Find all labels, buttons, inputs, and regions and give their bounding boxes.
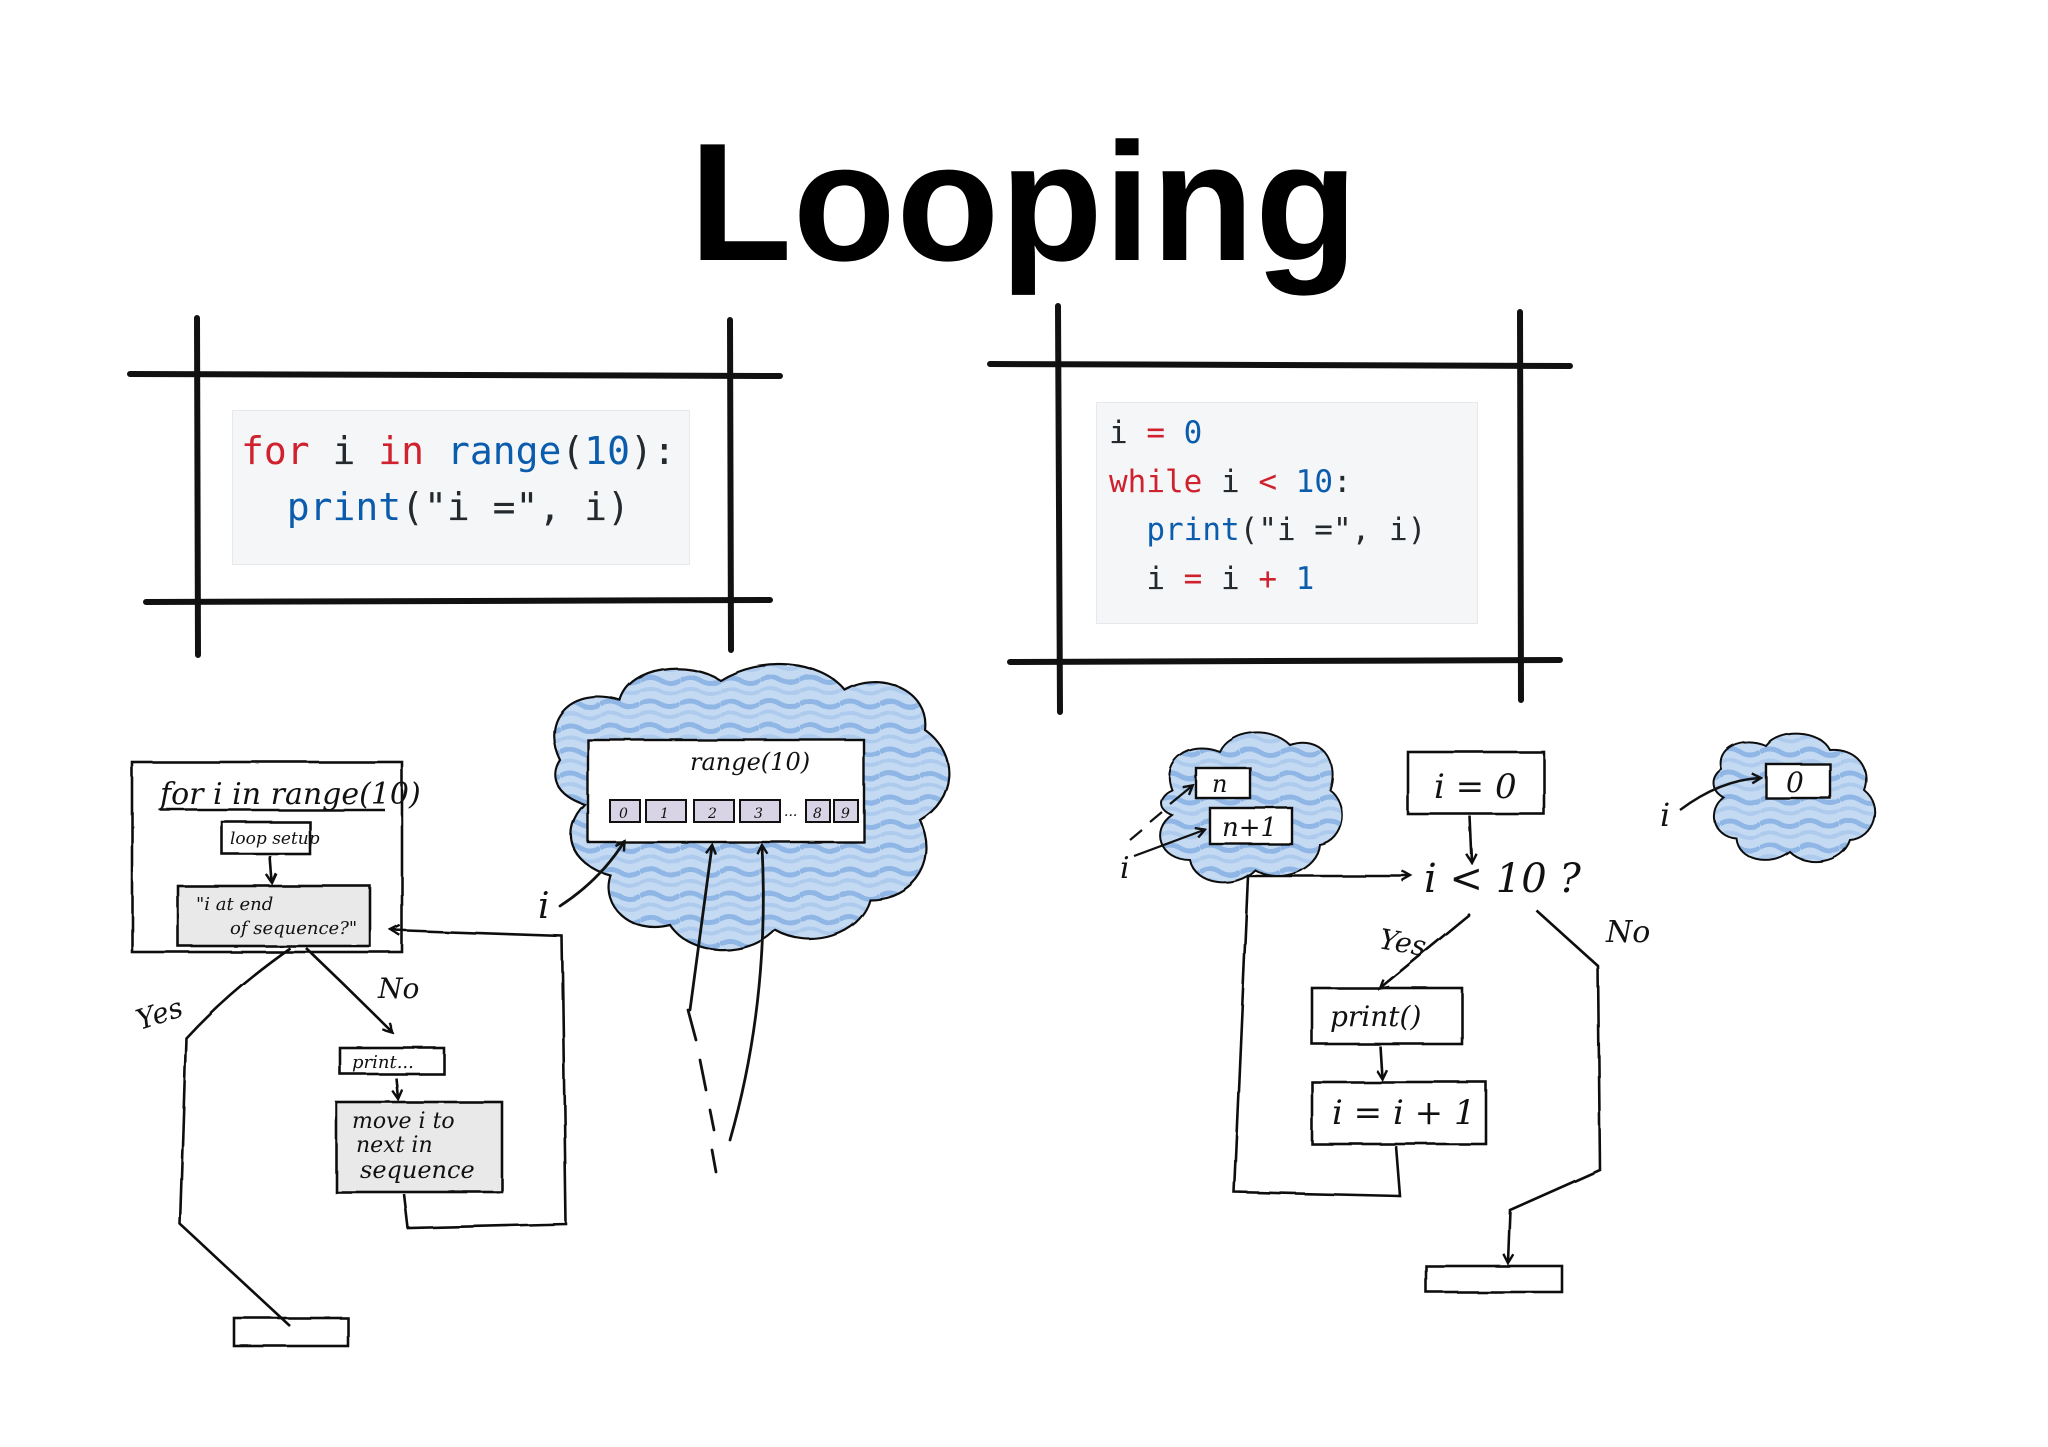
code-token: < <box>1258 463 1277 500</box>
for-variable-i: i <box>538 886 550 927</box>
code-token: print <box>1146 512 1240 548</box>
range-cell-0: 0 <box>619 806 628 822</box>
code-token: range <box>446 429 562 473</box>
range-cell-9: 9 <box>841 806 850 822</box>
while-variable-i-right: i <box>1660 796 1670 834</box>
code-token: i <box>1109 415 1147 451</box>
code-token: 10 <box>1295 463 1333 500</box>
code-token: : <box>1333 463 1352 500</box>
while-flowchart <box>1232 750 1602 1294</box>
range-cell-3: 3 <box>754 806 763 822</box>
code-token: in <box>378 429 425 473</box>
code-token: print <box>286 485 402 529</box>
while-code-line-1: i = 0 <box>1109 409 1477 458</box>
for-heading-text: for i in range(10) <box>158 777 421 812</box>
counter-boxes <box>1194 766 1294 846</box>
range-cell-2: 2 <box>707 806 717 822</box>
range-label: range(10) <box>690 748 810 776</box>
zero-pointer-arrow <box>1679 778 1760 811</box>
code-token: ( <box>561 429 585 473</box>
counter-pointer-arrows <box>1129 786 1204 858</box>
for-code-frame <box>127 315 783 658</box>
while-increment-text: i = i + 1 <box>1332 1093 1476 1133</box>
while-loop-code-box: i = 0 while i < 10: print("i =", i) i = … <box>1096 402 1478 624</box>
while-code-line-3: print("i =", i) <box>1109 506 1477 555</box>
code-token: = <box>1183 560 1203 597</box>
for-yes-label: Yes <box>132 991 187 1037</box>
code-token: 10 <box>584 429 630 473</box>
for-condition-text-1: "i at end <box>196 894 273 915</box>
range-cells <box>609 799 859 823</box>
while-code-line-4: i = i + 1 <box>1109 555 1477 604</box>
range-cell-1: 1 <box>660 806 669 822</box>
for-loop-code-box: for i in range(10): print("i =", i) <box>232 410 690 565</box>
while-yes-label: Yes <box>1377 922 1429 963</box>
code-token: ("i =", i) <box>1239 512 1427 548</box>
while-print-text: print() <box>1330 1000 1421 1033</box>
code-token: ("i =", i) <box>401 485 630 529</box>
for-print-text: print... <box>352 1052 414 1073</box>
code-token: i <box>1202 560 1259 597</box>
for-move-text-3: sequence <box>360 1156 475 1184</box>
range-cell-8: 8 <box>813 806 822 822</box>
for-code-line-2: print("i =", i) <box>241 479 689 535</box>
while-no-label: No <box>1605 915 1650 950</box>
code-token: i <box>1109 560 1184 597</box>
range-cell-ellipsis: ... <box>784 804 797 820</box>
code-token: i <box>1202 463 1259 500</box>
code-token: i <box>309 429 379 473</box>
while-variable-i-left: i <box>1120 851 1130 886</box>
code-token: + <box>1258 560 1277 597</box>
code-token: 1 <box>1295 560 1315 597</box>
range-object-box <box>586 738 866 844</box>
counter-n1-text: n+1 <box>1222 813 1277 843</box>
for-condition-text-2: of sequence?" <box>230 918 357 939</box>
code-token: ): <box>629 429 676 473</box>
counter-n-text: n <box>1212 770 1227 798</box>
while-init-text: i = 0 <box>1434 767 1517 807</box>
code-token: for <box>241 429 310 473</box>
range-pointer-arrows <box>558 842 763 1174</box>
for-no-label: No <box>377 972 419 1005</box>
for-flowchart <box>130 760 568 1348</box>
while-code-line-2: while i < 10: <box>1109 458 1477 507</box>
zero-text: 0 <box>1786 766 1804 799</box>
for-code-line-1: for i in range(10): <box>241 423 689 479</box>
code-token: = <box>1146 415 1165 451</box>
for-setup-text: loop setup <box>230 829 320 849</box>
for-move-text-1: move i to <box>352 1109 455 1134</box>
code-token: 0 <box>1183 415 1203 451</box>
code-token: while <box>1109 463 1203 500</box>
while-code-frame <box>987 303 1573 715</box>
slide-title: Looping <box>689 108 1359 296</box>
zero-box <box>1764 762 1832 800</box>
for-move-text-2: next in <box>356 1133 433 1158</box>
while-condition-text: i < 10 ? <box>1424 856 1581 902</box>
